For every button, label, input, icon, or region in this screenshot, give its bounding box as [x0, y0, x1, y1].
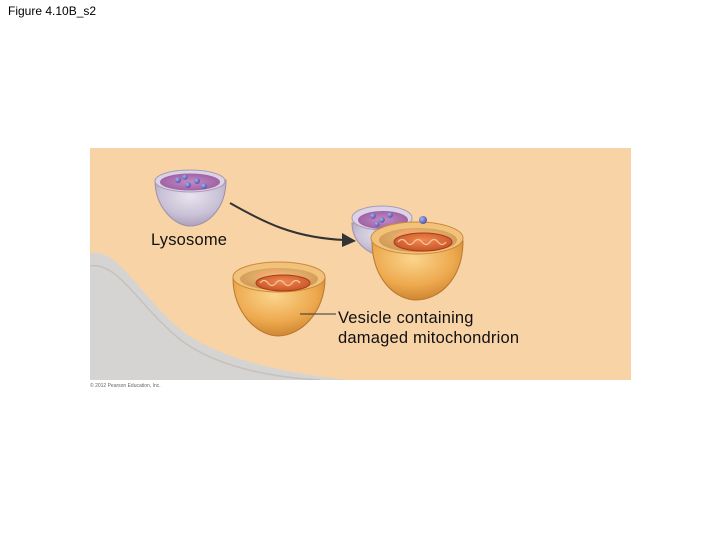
fused-vesicle-illustration: [351, 205, 464, 301]
cell-membrane: [90, 252, 350, 380]
vesicle-label-line2: damaged mitochondrion: [338, 329, 520, 347]
lysosome-label: Lysosome: [151, 231, 228, 249]
vesicle-illustration: [232, 261, 326, 337]
mitochondrion-icon: [393, 229, 453, 252]
mitochondrion-icon: [255, 270, 311, 292]
figure-panel: [90, 148, 631, 380]
enzyme-icon: [419, 216, 427, 224]
vesicle-label-line1: Vesicle containing: [338, 309, 474, 327]
lysosome-illustration: [154, 169, 227, 227]
slide-title: Figure 4.10B_s2: [8, 4, 97, 18]
fusion-arrow: [229, 202, 346, 241]
arrow-head: [342, 233, 356, 247]
autophagy-illustration: [90, 148, 631, 380]
vesicle-label: Vesicle containing damaged mitochondrion: [338, 308, 519, 348]
copyright-notice: © 2012 Pearson Education, Inc.: [90, 383, 161, 389]
